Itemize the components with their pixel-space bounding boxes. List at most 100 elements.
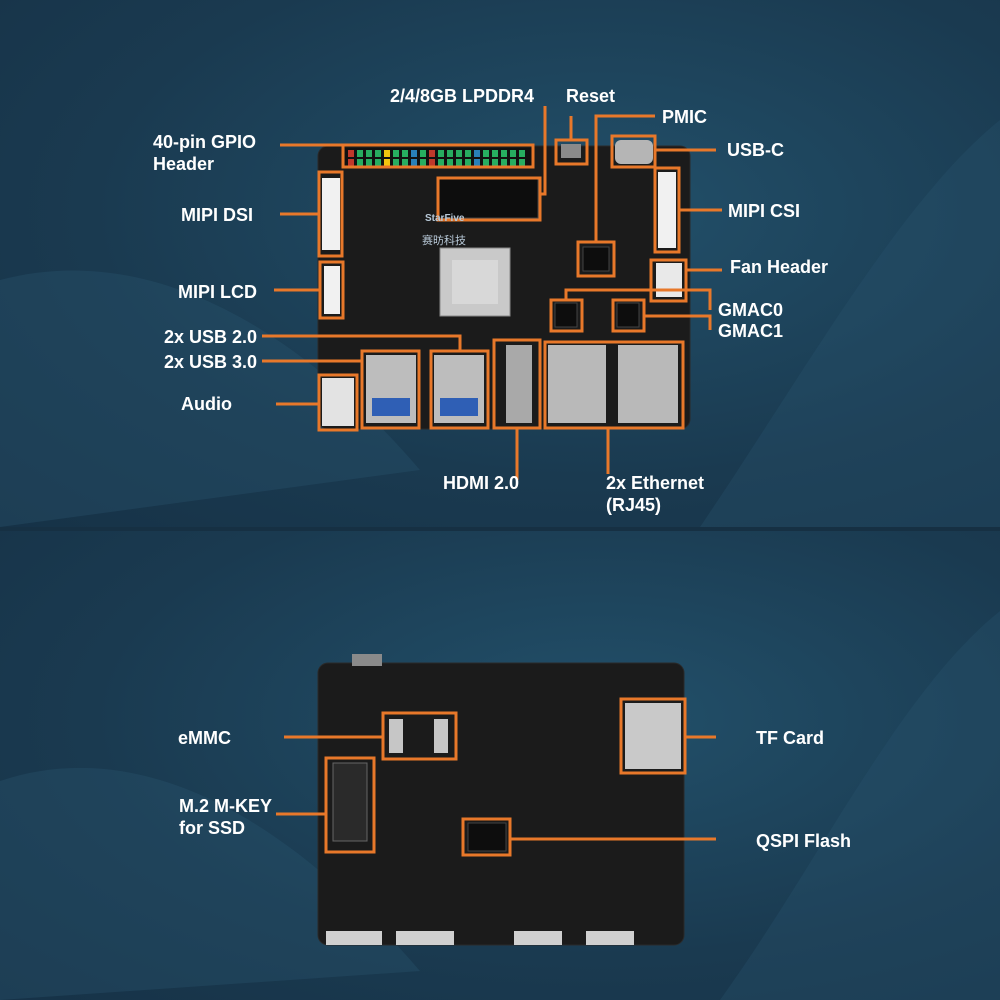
usb3-callout — [360, 349, 421, 430]
panel-divider — [0, 527, 1000, 531]
gpio-pins — [345, 148, 533, 168]
bottom-view-panel: eMMC TF Card M.2 M-KEY for SSD QSPI Flas… — [0, 531, 1000, 1000]
fan-header-callout — [649, 258, 688, 303]
gpio-pin — [393, 150, 399, 157]
board-logo: StarFive — [425, 213, 465, 224]
qspi-label: QSPI Flash — [756, 831, 852, 851]
gpio-pin — [411, 150, 417, 157]
mipi-csi-label: MIPI CSI — [728, 201, 801, 221]
gpio-pin — [492, 159, 498, 166]
mipi-dsi-label: MIPI DSI — [181, 205, 254, 225]
gpio-label: 40-pin GPIO Header — [153, 132, 257, 174]
m2-label: M.2 M-KEY for SSD — [179, 796, 273, 838]
gpio-pin — [501, 150, 507, 157]
gpio-pin — [519, 159, 525, 166]
gpio-pin — [348, 150, 354, 157]
gpio-pin — [438, 150, 444, 157]
gpio-pin — [483, 159, 489, 166]
bottom-board — [317, 662, 685, 946]
emmc-label: eMMC — [178, 728, 231, 748]
gpio-pin — [402, 159, 408, 166]
reset-label: Reset — [566, 86, 616, 106]
gpio-callout — [341, 143, 535, 169]
bottom-board-illustration — [0, 611, 1000, 1000]
gpio-pin — [402, 150, 408, 157]
gpio-pin — [357, 159, 363, 166]
gpio-pin — [357, 150, 363, 157]
ethernet-label: 2x Ethernet (RJ45) — [606, 473, 705, 515]
gmac0-chip — [554, 302, 578, 328]
gpio-pin — [492, 150, 498, 157]
gpio-pin — [348, 159, 354, 166]
gpio-pin — [483, 150, 489, 157]
gpio-pin — [429, 150, 435, 157]
fan-header-connector — [656, 263, 682, 297]
gpio-pin — [519, 150, 525, 157]
gpio-pin — [456, 150, 462, 157]
gpio-pin — [456, 159, 462, 166]
ram-chip — [437, 177, 539, 219]
soc-die — [452, 260, 498, 304]
gpio-pin — [447, 150, 453, 157]
emmc-connector-2 — [434, 719, 448, 753]
gpio-pin — [474, 150, 480, 157]
bg-swirl-right — [700, 120, 1000, 527]
bg-swirl-bottom-right — [720, 611, 1000, 1000]
usb-port-2-tongue — [440, 398, 478, 416]
mipi-lcd-label: MIPI LCD — [178, 282, 257, 302]
gmac0-label: GMAC0 — [718, 300, 784, 320]
bottom-usbc — [352, 654, 382, 666]
lpddr4-leader — [540, 106, 547, 196]
gmac1-leader — [644, 314, 712, 330]
usbc-port — [615, 140, 653, 164]
gpio-pin — [366, 159, 372, 166]
gpio-pin — [474, 159, 480, 166]
board-logo-cn: 赛昉科技 — [422, 235, 466, 247]
pmic-chip — [582, 246, 610, 272]
lcd-connector — [324, 266, 340, 314]
gpio-pin — [384, 150, 390, 157]
gpio-pin — [366, 150, 372, 157]
gpio-pin — [411, 159, 417, 166]
csi-connector — [658, 172, 676, 248]
usb3-label: 2x USB 3.0 — [164, 352, 258, 372]
gpio-pin — [375, 159, 381, 166]
usbc-label: USB-C — [727, 140, 784, 160]
pmic-label: PMIC — [662, 107, 707, 127]
audio-jack — [322, 378, 354, 426]
qspi-chip — [467, 822, 507, 852]
m2-callout — [324, 756, 376, 854]
usb-port-1-tongue — [372, 398, 410, 416]
bg-swirl-bottom-left — [0, 767, 420, 1000]
ethernet-callout — [543, 340, 685, 430]
gpio-pin — [429, 159, 435, 166]
gmac0-leader — [564, 288, 712, 310]
gpio-pin — [375, 150, 381, 157]
gpio-pin — [393, 159, 399, 166]
gmac1-label: GMAC1 — [718, 321, 784, 341]
audio-label: Audio — [181, 394, 232, 414]
bottom-port-4 — [586, 931, 634, 945]
gpio-pin — [438, 159, 444, 166]
ethernet-port-2 — [618, 345, 678, 423]
pmic-leader — [594, 114, 655, 242]
reset-button — [561, 144, 581, 158]
usb2-label: 2x USB 2.0 — [164, 327, 258, 347]
lpddr4-callout — [436, 176, 542, 222]
gpio-pin — [501, 159, 507, 166]
gpio-pin — [384, 159, 390, 166]
tf-card-label: TF Card — [756, 728, 825, 748]
dsi-connector — [322, 178, 340, 250]
fan-header-label: Fan Header — [730, 257, 829, 277]
gpio-pin — [465, 150, 471, 157]
bottom-port-3 — [514, 931, 562, 945]
gpio-pin — [420, 159, 426, 166]
bg-swirl-left — [0, 270, 420, 527]
usb2-leader — [262, 334, 462, 351]
top-view-panel: 2/4/8GB LPDDR4 Reset PMIC 40-pin GPIO He… — [0, 0, 1000, 527]
top-board-illustration — [0, 106, 1000, 527]
gpio-pin — [465, 159, 471, 166]
hdmi-label: HDMI 2.0 — [443, 473, 520, 493]
m2-slot — [332, 762, 368, 842]
lpddr4-label: 2/4/8GB LPDDR4 — [390, 86, 535, 106]
